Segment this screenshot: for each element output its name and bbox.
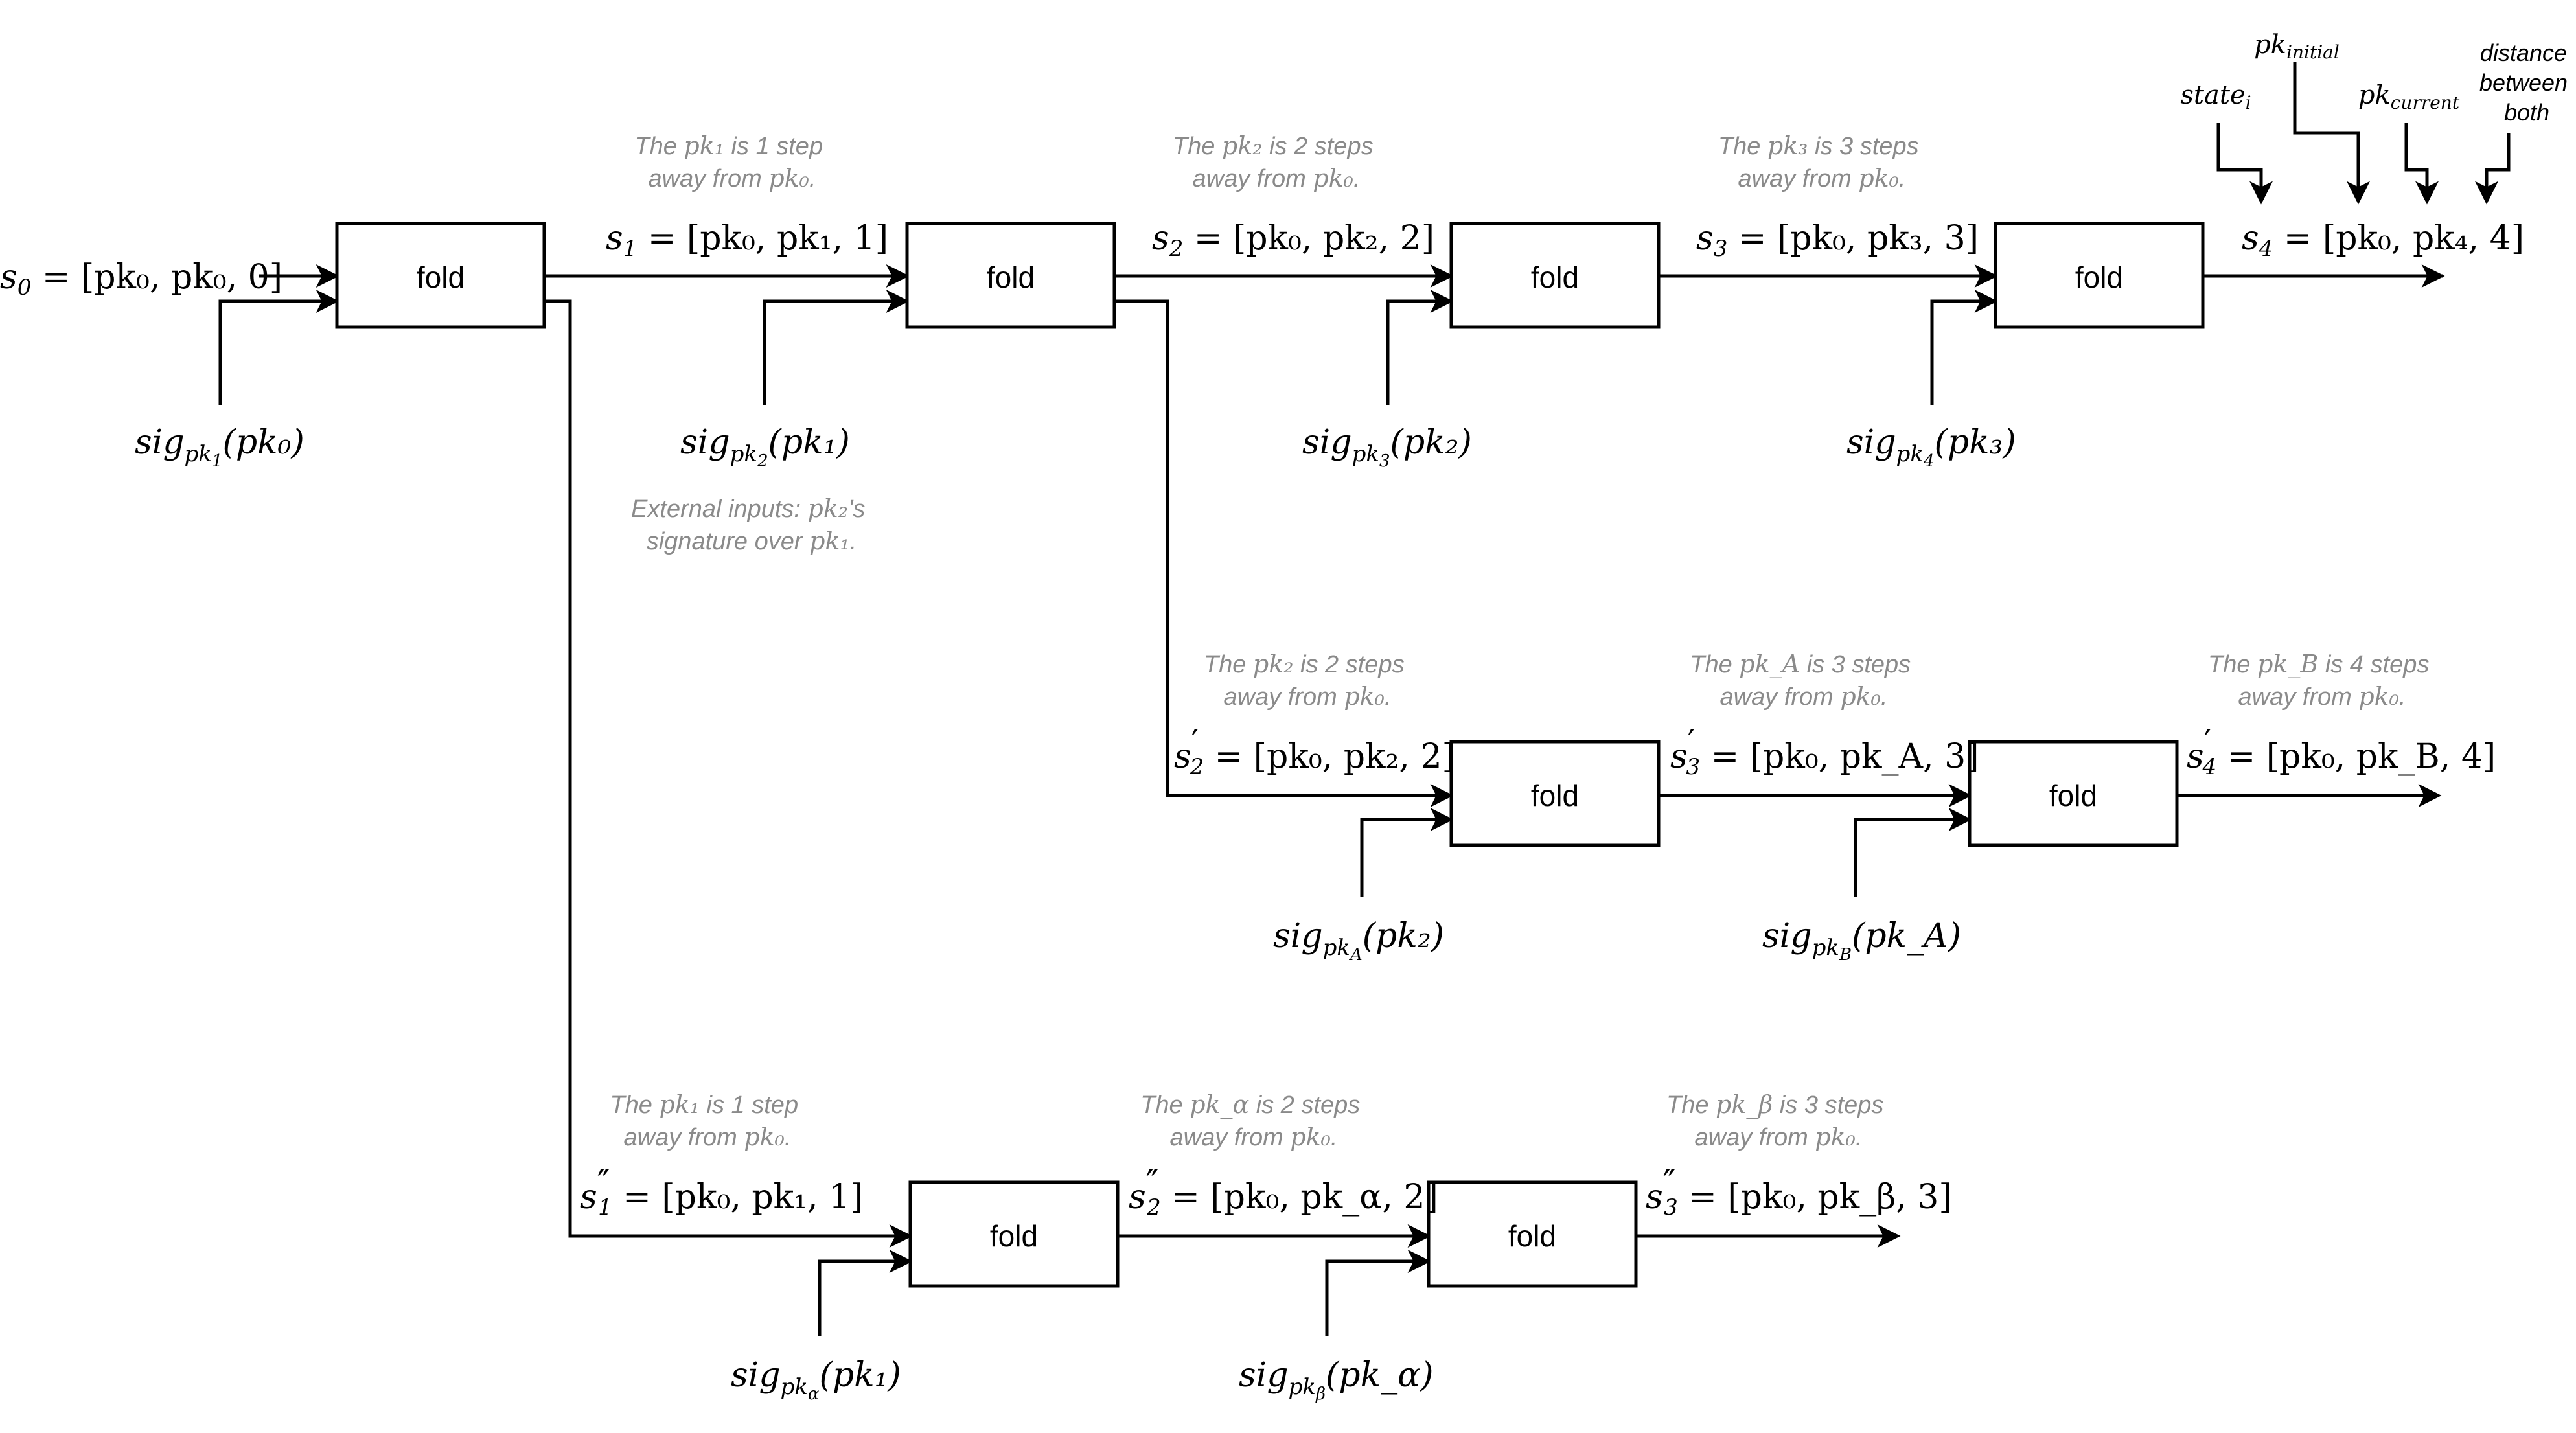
state-s3-prime: s′3 = [pk₀, pk_A, 3]	[1670, 723, 1979, 780]
fold-box-bot-2	[1427, 1180, 1638, 1288]
legend-arrow-distance	[2475, 133, 2511, 205]
state-s4-prime: s′4 = [pk₀, pk_B, 4]	[2187, 723, 2496, 780]
edge-sig3-to-fold3	[1386, 290, 1454, 405]
signature-sig1: sigpk1(pk₀)	[135, 423, 305, 471]
legend-distance: distance between both	[2479, 40, 2574, 126]
state-s0: s0 = [pk₀, pk₀, 0]	[0, 258, 282, 301]
fold-label: fold	[990, 1219, 1038, 1253]
fold-label: fold	[2049, 779, 2097, 812]
edge-sig1-to-fold1	[218, 290, 339, 405]
legend-arrow-pk-current	[2404, 123, 2439, 205]
signature-sig3: sigpk3(pk₂)	[1302, 423, 1472, 471]
fold-box-bot-1	[908, 1180, 1120, 1288]
legend-arrow-pk-initial	[2293, 62, 2370, 205]
note-top-2: The pk₂ is 2 steps away from pk₀.	[1173, 132, 1380, 192]
signature-sigB: sigpkB(pk_A)	[1762, 917, 1961, 965]
annotation-notes: The pk₁ is 1 step away from pk₀. The pk₂…	[610, 132, 2436, 1151]
state-s1: s1 = [pk₀, pk₁, 1]	[606, 219, 888, 262]
fold-box-top-2	[905, 222, 1116, 329]
fold-label: fold	[1531, 779, 1579, 812]
state-s1-double-prime: s″1 = [pk₀, pk₁, 1]	[580, 1164, 863, 1221]
fold-label: fold	[1531, 260, 1579, 294]
fold-box-mid-1	[1449, 740, 1661, 847]
signature-sigA: sigpkA(pk₂)	[1273, 917, 1444, 965]
signature-sigAlpha: sigpkα(pk₁)	[731, 1356, 901, 1404]
fold-label: fold	[987, 260, 1035, 294]
edge-sig4-to-fold4	[1930, 290, 1998, 405]
note-mid-2: The pk_A is 3 steps away from pk₀.	[1690, 650, 1917, 711]
state-labels: s0 = [pk₀, pk₀, 0] s1 = [pk₀, pk₁, 1] s2…	[0, 219, 2524, 1221]
note-bot-1: The pk₁ is 1 step away from pk₀.	[610, 1090, 805, 1151]
signature-sigBeta: sigpkβ(pk_α)	[1239, 1356, 1434, 1404]
edge-sigBeta-to-bot-fold2	[1325, 1250, 1431, 1336]
edges	[218, 62, 2511, 1336]
fold-box-top-1	[335, 222, 546, 329]
edge-sig2-to-fold2	[763, 290, 910, 405]
signature-labels: sigpk1(pk₀) sigpk2(pk₁) sigpk3(pk₂) sigp…	[135, 423, 2016, 1404]
legend-state: statei	[2180, 80, 2251, 113]
note-mid-3: The pk_B is 4 steps away from pk₀.	[2208, 650, 2436, 711]
signature-sig2: sigpk2(pk₁)	[680, 423, 850, 471]
fold-boxes: fold fold fold fold fold fold fold fold	[335, 222, 2205, 1288]
signature-sig4: sigpk4(pk₃)	[1846, 423, 2016, 471]
state-s2: s2 = [pk₀, pk₂, 2]	[1152, 219, 1434, 262]
state-s2-double-prime: s″2 = [pk₀, pk_α, 2]	[1129, 1164, 1438, 1221]
fold-box-top-4	[1994, 222, 2205, 329]
fold-label: fold	[2075, 260, 2123, 294]
edge-sigA-to-mid-fold1	[1360, 808, 1454, 897]
edge-sigAlpha-to-bot-fold1	[818, 1250, 913, 1336]
state-s2-prime: s′2 = [pk₀, pk₂, 2]	[1174, 723, 1455, 780]
note-mid-1: The pk₂ is 2 steps away from pk₀.	[1204, 650, 1411, 711]
edge-fold2-to-mid-fold1	[1114, 299, 1454, 807]
edge-fold1-to-bot-fold1	[544, 299, 913, 1248]
fold-box-top-3	[1449, 222, 1661, 329]
note-bot-2: The pk_α is 2 steps away from pk₀.	[1140, 1090, 1367, 1151]
legend-pk-current: pkcurrent	[2358, 80, 2460, 113]
note-external-inputs: External inputs: pk₂'s signature over pk…	[631, 494, 872, 555]
legend-arrow-state	[2216, 123, 2273, 205]
state-s3: s3 = [pk₀, pk₃, 3]	[1696, 219, 1979, 262]
state-s4: s4 = [pk₀, pk₄, 4]	[2242, 219, 2524, 262]
note-top-3: The pk₃ is 3 steps away from pk₀.	[1718, 132, 1926, 192]
fold-label: fold	[417, 260, 465, 294]
legend: statei pkinitial pkcurrent distance betw…	[2180, 30, 2574, 126]
note-top-1: The pk₁ is 1 step away from pk₀.	[634, 132, 829, 192]
fold-label: fold	[1508, 1219, 1556, 1253]
note-bot-3: The pk_β is 3 steps away from pk₀.	[1666, 1090, 1891, 1151]
edge-sigB-to-mid-fold2	[1854, 808, 1972, 897]
legend-pk-initial: pkinitial	[2254, 30, 2340, 63]
fold-box-mid-2	[1968, 740, 2179, 847]
state-s3-double-prime: s″3 = [pk₀, pk_β, 3]	[1646, 1164, 1952, 1221]
